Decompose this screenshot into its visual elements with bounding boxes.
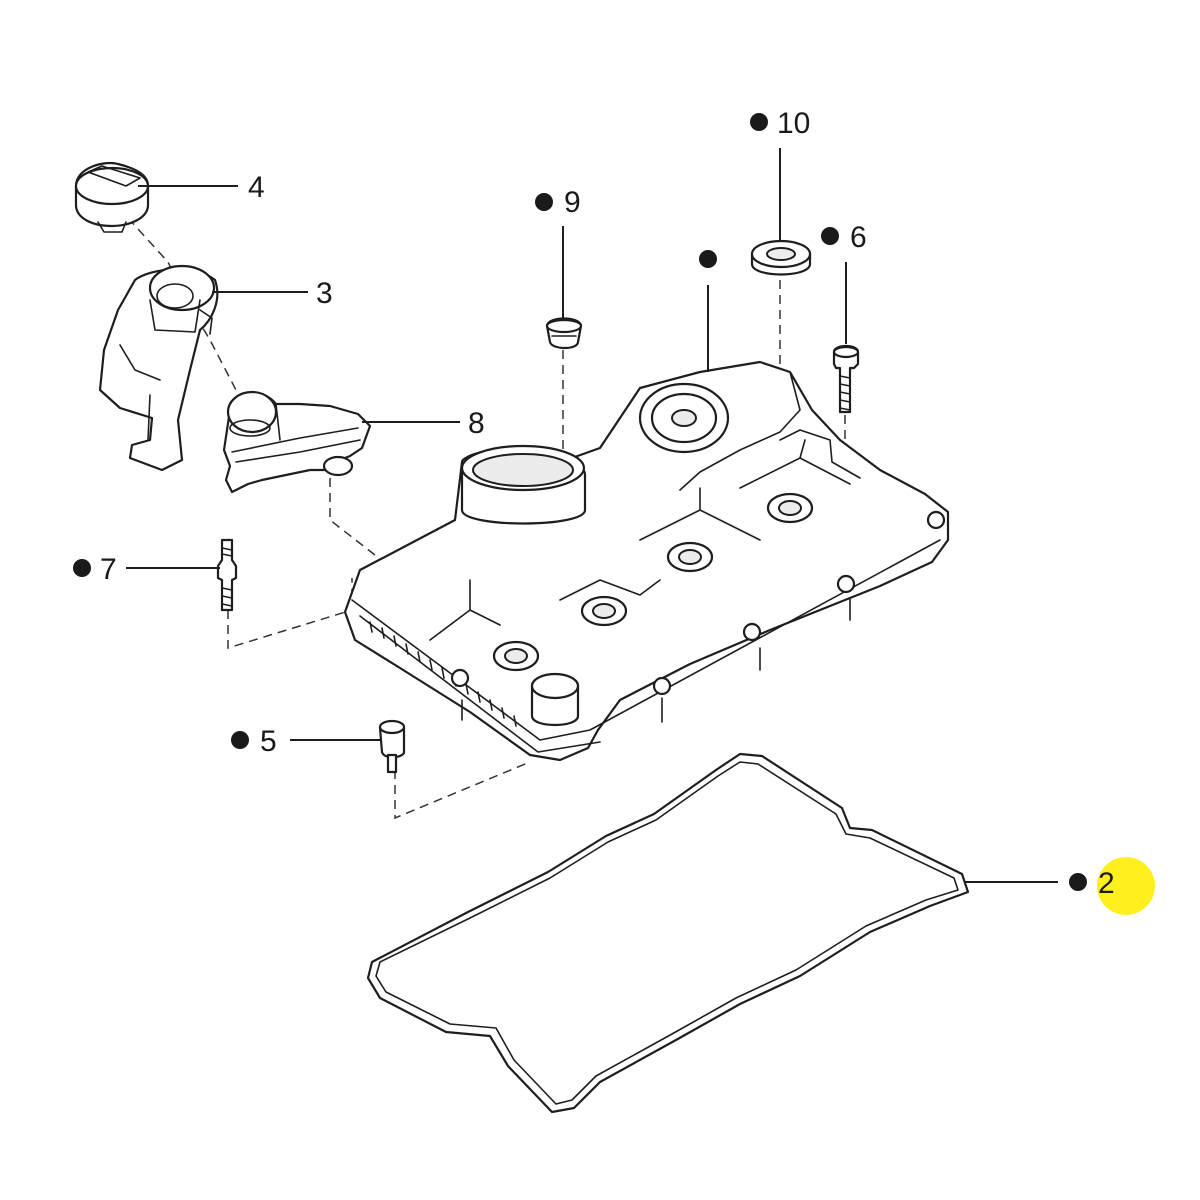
- callout-4[interactable]: 4: [248, 171, 265, 204]
- callout-number: 8: [468, 407, 485, 440]
- callout-number: 4: [248, 171, 265, 204]
- callout-bullet: [535, 193, 553, 211]
- callouts: 2 3 4 5 6 7 8 9: [73, 107, 1155, 915]
- callout-number: 6: [850, 221, 867, 254]
- callout-bullet: [73, 559, 91, 577]
- callout-number: 5: [260, 725, 277, 758]
- callout-number: 7: [100, 553, 117, 586]
- stud-bolt: [216, 538, 238, 612]
- callout-2[interactable]: 2: [1069, 857, 1155, 915]
- spacer-sleeve: [378, 719, 406, 774]
- callout-7[interactable]: 7: [73, 553, 117, 586]
- injector-bosses: [492, 492, 814, 672]
- callout-5[interactable]: 5: [231, 725, 277, 758]
- callout-8[interactable]: 8: [468, 407, 485, 440]
- cover-gasket: [366, 752, 970, 1114]
- callout-number: 2: [1098, 867, 1115, 900]
- crankcase-breather: [222, 390, 372, 494]
- callout-number: 3: [316, 277, 333, 310]
- callout-bullet: [699, 250, 717, 268]
- leader-lines: [126, 148, 1058, 883]
- callout-number: 9: [564, 186, 581, 219]
- callout-bullet: [1069, 873, 1087, 891]
- callout-bullet: [231, 731, 249, 749]
- bolt: [832, 344, 860, 414]
- cylinder-head-cover: [343, 360, 950, 762]
- callout-cover[interactable]: [699, 250, 717, 268]
- callout-3[interactable]: 3: [316, 277, 333, 310]
- oil-filler-cap: [74, 161, 150, 233]
- callout-6[interactable]: 6: [821, 221, 867, 254]
- callout-bullet: [750, 113, 768, 131]
- callout-10[interactable]: 10: [750, 107, 810, 140]
- filler-neck-housing: [98, 264, 219, 472]
- callout-bullet: [821, 227, 839, 245]
- grommet: [545, 317, 583, 350]
- seal-ring: [750, 239, 812, 276]
- callout-number: 10: [777, 107, 810, 140]
- callout-9[interactable]: 9: [535, 186, 581, 219]
- highlight-marker: [1097, 857, 1155, 915]
